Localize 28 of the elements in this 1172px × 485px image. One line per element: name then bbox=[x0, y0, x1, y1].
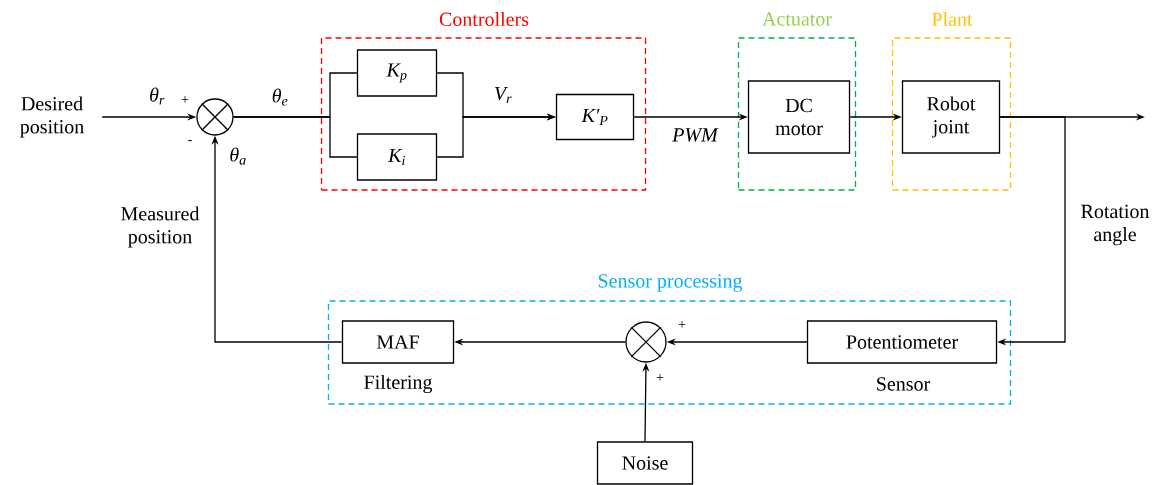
sign-label: + bbox=[656, 374, 664, 381]
sign-label: - bbox=[188, 140, 192, 142]
edge-label: V$_{r}$ bbox=[495, 86, 512, 104]
summing-junction bbox=[625, 321, 667, 363]
block-caption: Filtering bbox=[364, 374, 433, 394]
group-title: Actuator bbox=[762, 12, 832, 26]
sign-label: + bbox=[181, 96, 189, 103]
block-box: Potentiometer bbox=[806, 320, 998, 364]
block-box: MAF bbox=[341, 320, 455, 364]
sign-label: + bbox=[678, 321, 686, 328]
edge-label: Rotation angle bbox=[1081, 204, 1150, 246]
group-title: Sensor processing bbox=[598, 274, 743, 292]
group-title: Controllers bbox=[439, 11, 529, 27]
text-label: Desired position bbox=[20, 96, 84, 138]
edge-label: θ$_{r}$ bbox=[150, 87, 165, 105]
signal-label: Measured position bbox=[121, 206, 200, 248]
block-box: DC motor bbox=[747, 80, 851, 154]
block-caption: Sensor bbox=[877, 377, 931, 391]
edge-label: PWM bbox=[672, 128, 719, 142]
summing-junction bbox=[196, 98, 234, 136]
signal-label: θ$_{e}$ bbox=[272, 88, 288, 106]
block-box: Noise bbox=[596, 441, 694, 485]
block-box: K$_{i}$ bbox=[356, 133, 438, 181]
group-title: Plant bbox=[932, 11, 973, 27]
edge-label: θ$_{a}$ bbox=[230, 147, 246, 165]
block-box: K$_{p}$ bbox=[356, 49, 438, 97]
block-box: K′$_{P}$ bbox=[555, 93, 635, 141]
block-box: Robot joint bbox=[901, 80, 1001, 154]
